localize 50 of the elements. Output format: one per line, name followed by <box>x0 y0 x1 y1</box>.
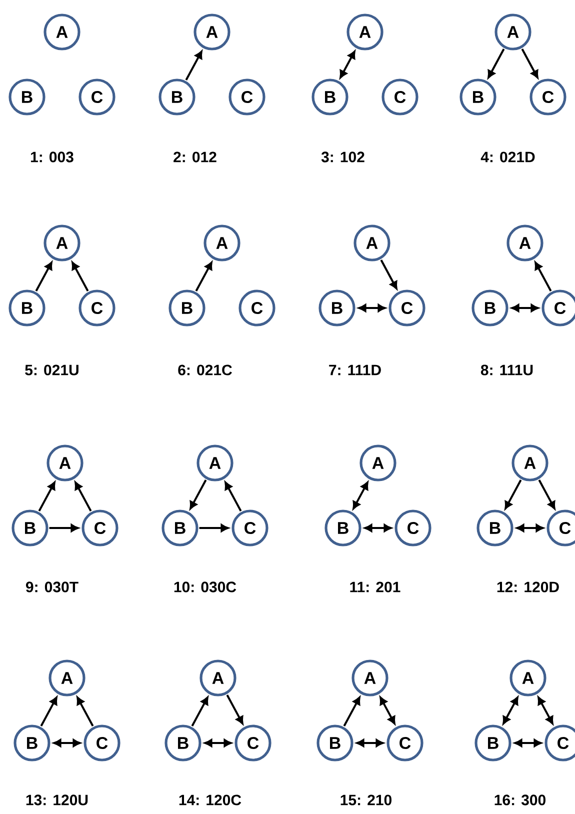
arrow <box>504 480 522 510</box>
arrow <box>356 739 384 747</box>
arrow <box>35 262 52 292</box>
caption: 8: 111U <box>480 364 533 376</box>
caption: 5: 021U <box>25 364 78 376</box>
arrow <box>226 694 244 724</box>
caption: 1: 003 <box>30 152 74 162</box>
arrow <box>364 524 392 532</box>
arrow <box>538 480 556 510</box>
caption: 3: 102 <box>321 152 364 162</box>
caption: 16: 300 <box>494 794 546 806</box>
arrow <box>488 48 505 78</box>
arrow <box>534 262 552 292</box>
arrow <box>502 696 518 724</box>
arrow <box>40 696 58 726</box>
arrow <box>195 262 212 292</box>
caption: 2: 012 <box>174 152 216 162</box>
caption: 9: 030T <box>26 582 78 592</box>
arrow <box>352 482 368 510</box>
arrow <box>224 482 242 512</box>
arrow <box>516 524 544 532</box>
arrow <box>199 524 229 532</box>
arrow <box>204 739 232 747</box>
caption: 13: 120U <box>26 794 88 806</box>
arrow <box>521 48 538 78</box>
arrow <box>74 482 92 512</box>
arrow <box>340 50 356 78</box>
arrow <box>53 739 81 747</box>
arrow <box>76 696 94 726</box>
arrow <box>538 696 554 724</box>
arrow <box>72 262 89 292</box>
arrow <box>358 304 386 312</box>
caption: 14: 120C <box>179 794 242 806</box>
arrow <box>511 304 539 312</box>
arrow <box>49 524 79 532</box>
caption: 11: 201 <box>350 582 400 592</box>
caption: 15: 210 <box>340 794 392 806</box>
caption: 10: 030C <box>174 582 236 592</box>
arrow <box>343 696 360 726</box>
arrow <box>380 260 398 290</box>
arrow <box>191 696 208 726</box>
arrow <box>514 739 542 747</box>
caption: 12: 120D <box>497 582 559 592</box>
caption: 4: 021D <box>480 152 535 162</box>
arrow <box>380 696 396 724</box>
arrow <box>185 50 202 80</box>
caption: 7: 111D <box>329 364 381 376</box>
arrow <box>38 482 56 512</box>
caption: 6: 021C <box>178 364 232 376</box>
arrow <box>190 480 207 510</box>
